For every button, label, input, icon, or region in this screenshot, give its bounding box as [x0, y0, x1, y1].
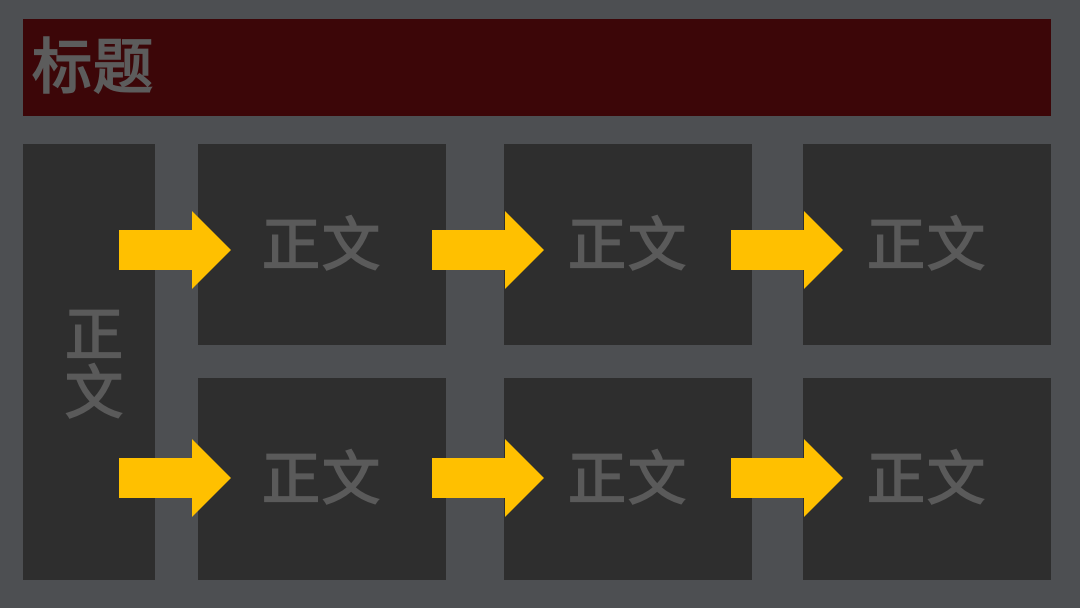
side-box-label: 正文: [55, 304, 123, 420]
content-box-row2-col2: 正文: [504, 378, 752, 580]
right-arrow-icon: [432, 439, 544, 517]
content-box-label: 正文: [261, 210, 382, 279]
content-box-label: 正文: [567, 210, 688, 279]
content-box-row2-col1: 正文: [198, 378, 446, 580]
content-box-label: 正文: [866, 445, 987, 513]
content-box-label: 正文: [261, 445, 382, 513]
right-arrow-icon: [731, 439, 843, 517]
right-arrow-icon: [119, 439, 231, 517]
side-text-box: 正文: [23, 144, 155, 580]
content-box-label: 正文: [567, 445, 688, 513]
right-arrow-icon: [119, 211, 231, 289]
content-box-row1-col1: 正文: [198, 144, 446, 345]
right-arrow-icon: [731, 211, 843, 289]
right-arrow-icon: [432, 211, 544, 289]
content-box-row2-col3: 正文: [803, 378, 1051, 580]
title-bar: 标题: [23, 19, 1051, 116]
content-box-label: 正文: [866, 210, 987, 279]
content-box-row1-col3: 正文: [803, 144, 1051, 345]
content-box-row1-col2: 正文: [504, 144, 752, 345]
slide-title: 标题: [32, 32, 154, 103]
